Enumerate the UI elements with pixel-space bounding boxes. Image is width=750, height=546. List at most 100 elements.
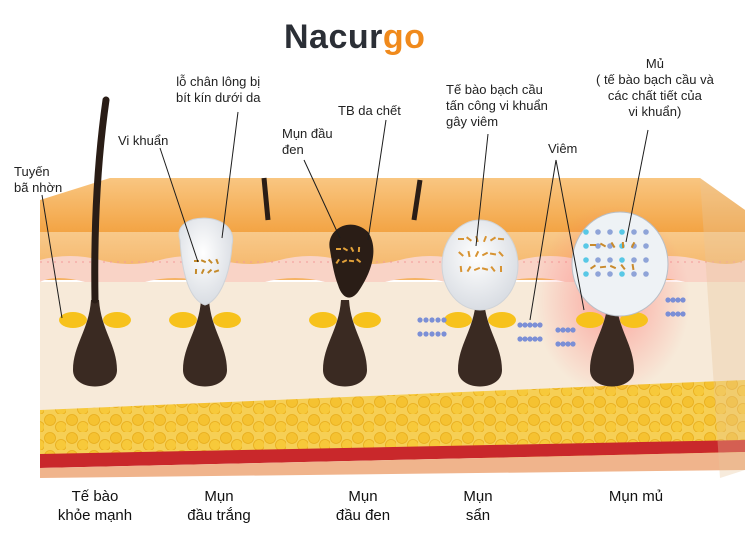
white-blood-cell [680,297,686,303]
white-blood-cell [517,336,523,342]
label-white-blood-cells: Tế bào bạch cầu tấn công vi khuẩn gây vi… [446,82,548,129]
logo-text-part2: go [382,18,426,56]
pustule-pore [571,211,669,317]
follicle-blackhead-gland-left [309,312,337,328]
pus-cell [595,257,601,263]
pus-cell [643,243,649,249]
dead-cell [335,258,340,265]
bacterium [489,252,497,256]
white-blood-cell [680,311,686,317]
bacterium [599,265,607,269]
leader-white-blood-cells [475,133,489,247]
bacterium [497,237,505,241]
white-blood-cell [665,311,671,317]
pus-cell [619,229,625,235]
bacterium [589,264,597,270]
bacterium [610,241,616,249]
pus-cell [607,257,613,263]
pus-cell [583,257,589,263]
pus-cell [631,257,637,263]
white-blood-cell [522,322,528,328]
leader-inflammation-right [555,159,585,311]
bacterium [474,250,480,258]
follicle-healthy [73,300,117,387]
white-blood-cell [435,317,441,323]
pus-cell [619,271,625,277]
white-blood-cell [522,336,528,342]
white-blood-cell [670,311,676,317]
bacterium [489,236,497,242]
white-blood-cell [555,327,561,333]
hair-stub [261,177,271,221]
follicle-whitehead-gland-right [213,312,241,328]
follicle-papule [458,300,502,387]
dead-cell [357,246,361,253]
bacterium [467,250,471,258]
dead-cell [348,259,355,263]
pus-cell [607,243,613,249]
white-blood-cell [532,336,538,342]
bacterium [499,265,503,273]
white-blood-cell [665,297,671,303]
bacterium [590,244,596,246]
white-blood-cell [435,331,441,337]
bacterium [490,266,496,272]
bacterium [458,238,464,240]
pus-cell [583,229,589,235]
pus-cell [583,243,589,249]
bacterium [630,241,636,249]
brand-logo: Nacurgo [284,18,425,57]
pus-cell [643,257,649,263]
white-blood-cell [560,341,566,347]
white-blood-cell [423,317,429,323]
bacterium [213,269,220,273]
pus-cell [607,271,613,277]
pus-cell [595,229,601,235]
white-blood-cell [429,331,435,337]
label-sebaceous-gland: Tuyến bã nhờn [14,164,63,195]
bacterium [599,242,607,248]
follicle-pustule [590,300,634,387]
dead-cell [336,248,341,250]
pus-cell [643,271,649,277]
pus-cell [619,257,625,263]
fat-layer [40,380,745,458]
pus-cell [583,271,589,277]
dead-cell [356,258,362,264]
hair-stub [411,179,423,221]
bacterium [215,258,220,265]
stage-label-whitehead: Mụn đầu trắng [187,488,251,524]
label-clogged-pore: lỗ chân lông bị bít kín dưới da [176,74,261,105]
bacterium [609,264,617,270]
follicle-healthy-gland-left [59,312,87,328]
follicle-whitehead-gland-left [169,312,197,328]
hair-shaft [91,96,110,304]
bacterium [200,259,207,264]
pus-cell [631,229,637,235]
stage-label-pustule: Mụn mủ [608,488,664,505]
label-blackhead-top: Mụn đầu đen [282,126,333,157]
pus-cell [595,271,601,277]
bacterium [482,235,488,243]
white-blood-cell [670,297,676,303]
bacterium [481,267,489,271]
label-bacteria: Vi khuẩn [118,133,169,148]
label-pus: Mủ ( tế bào bạch cầu và các chất tiết củ… [596,56,714,119]
follicle-healthy-gland-right [103,312,131,328]
white-blood-cell [675,297,681,303]
label-inflammation: Viêm [548,141,578,156]
follicle-pustule-gland-left [576,312,604,328]
follicle-whitehead [183,300,227,387]
blood-vessel-band [40,440,745,468]
label-dead-cells: TB da chết [338,103,401,118]
pus-cell [595,243,601,249]
stage-label-blackhead: Mụn đầu đen [335,488,391,524]
pus-cell [631,271,637,277]
skin-right-side [700,178,745,478]
follicle-blackhead [323,300,367,387]
bacterium [459,265,463,273]
dead-cell [350,246,355,253]
white-blood-cell [570,341,576,347]
follicle-papule-gland-left [444,312,472,328]
